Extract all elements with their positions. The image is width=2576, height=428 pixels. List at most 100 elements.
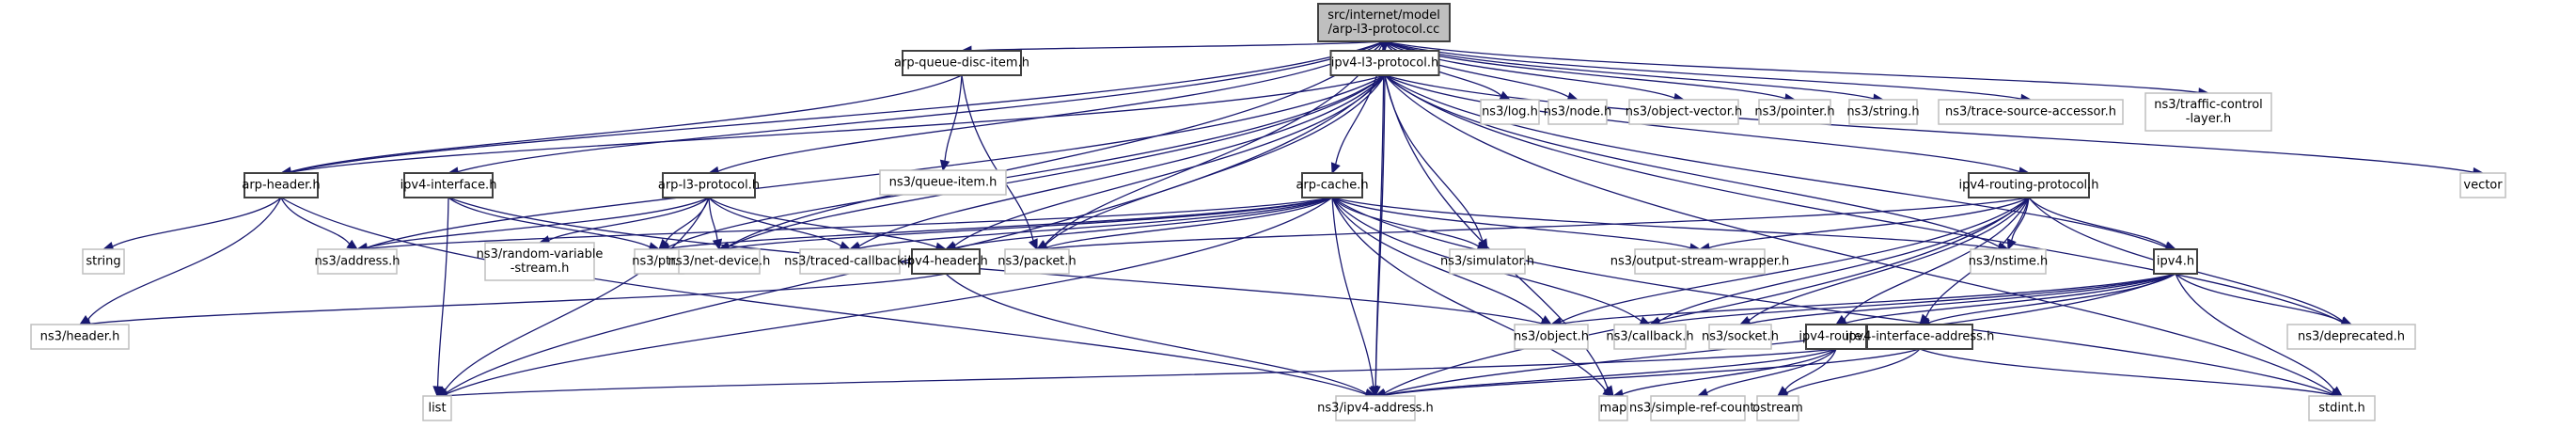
node-label: ns3/ipv4-address.h <box>1317 402 1434 416</box>
edge-line <box>1658 273 2176 325</box>
node-ipv4-routing-protocol[interactable]: ipv4-routing-protocol.h <box>1958 172 2099 198</box>
arrow-head-icon <box>1330 162 1341 175</box>
edge-line <box>290 74 963 173</box>
node-box <box>1708 324 1772 350</box>
node-label: ns3/header.h <box>40 330 120 344</box>
node-label: ipv4-l3-protocol.h <box>1331 56 1439 71</box>
edge-line <box>280 197 351 245</box>
edge-line <box>944 74 963 162</box>
node-log: ns3/log.h <box>1480 99 1540 125</box>
edge-line <box>708 197 841 247</box>
edge-line <box>446 348 1837 397</box>
node-box <box>1480 99 1540 125</box>
node-box <box>2459 172 2506 198</box>
node-vector: vector <box>2459 172 2506 198</box>
node-box <box>30 324 130 350</box>
edge-arp-header-to-string <box>102 197 282 252</box>
node-label: ipv4-header.h <box>903 255 988 269</box>
edge-line <box>728 74 1386 248</box>
edge-line <box>1706 348 1837 394</box>
arrow-head-icon <box>1602 386 1614 397</box>
edge-line <box>457 40 1385 173</box>
node-label: ns3/packet.h <box>997 255 1076 269</box>
edge-line <box>1045 40 1385 246</box>
edge-line <box>1845 273 2176 325</box>
edge-line <box>668 74 1386 248</box>
edge-line <box>1374 74 1386 388</box>
node-box <box>1756 395 1799 421</box>
node-box <box>1968 172 2090 198</box>
edge-ipv4-route-to-simple-ref-count <box>1696 348 1837 398</box>
node-random-variable-stream: ns3/random-variable-stream.h <box>477 242 603 281</box>
node-arp-cache[interactable]: arp-cache.h <box>1296 172 1369 198</box>
node-ipv4-interface-address[interactable]: ipv4-interface-address.h <box>1846 324 1995 350</box>
edge-ipv4-l3-protocol-to-vector <box>1384 74 2485 178</box>
arrow-head-icon <box>1540 315 1553 325</box>
node-label: ipv4-interface.h <box>401 179 497 193</box>
node-ipv4-route[interactable]: ipv4-route.h <box>1798 324 1874 350</box>
node-arp-header[interactable]: arp-header.h <box>242 172 321 198</box>
node-label: ns3/nstime.h <box>1969 255 2048 269</box>
edge-line <box>1786 348 1921 394</box>
edge-line <box>1384 348 1837 396</box>
edge-line <box>448 197 1543 325</box>
node-ipv4-address: ns3/ipv4-address.h <box>1317 395 1434 421</box>
node-label: ns3/simple-ref-count.h <box>1629 402 1767 416</box>
edge-line <box>1708 197 2030 249</box>
edge-line <box>1384 74 2000 247</box>
node-box <box>1449 248 1526 275</box>
node-object-vector: ns3/object-vector.h <box>1626 99 1742 125</box>
node-ipv4-header[interactable]: ipv4-header.h <box>903 248 988 275</box>
node-packet: ns3/packet.h <box>997 248 1076 275</box>
node-label: ipv4-routing-protocol.h <box>1958 179 2098 193</box>
node-label: ns3/deprecated.h <box>2298 330 2405 344</box>
node-address: ns3/address.h <box>314 248 401 275</box>
node-box <box>1634 248 1766 275</box>
node-ipv4[interactable]: ipv4.h <box>2153 248 2198 275</box>
edge-ipv4-interface-address-to-ipv4-address <box>1374 348 1921 401</box>
node-header: ns3/header.h <box>30 324 130 350</box>
node-box <box>1628 99 1739 125</box>
node-box <box>1301 172 1363 198</box>
node-label: ns3/traffic-control <box>2154 98 2263 112</box>
edge-line <box>1331 197 1374 388</box>
arrow-head-icon <box>1368 385 1378 398</box>
edge-ipv4-interface-address-to-stdint <box>1919 348 2344 401</box>
node-box <box>1329 50 1440 76</box>
node-ptr: ns3/ptr.h <box>632 248 686 275</box>
edge-line <box>290 74 1386 173</box>
node-label: ns3/pointer.h <box>1754 105 1834 119</box>
node-deprecated: ns3/deprecated.h <box>2286 324 2416 350</box>
node-queue-item: ns3/queue-item.h <box>879 169 1007 196</box>
edge-line <box>953 74 1386 246</box>
edge-line <box>280 197 1367 395</box>
node-label: ns3/ptr.h <box>632 255 686 269</box>
edge-arp-cache-to-list <box>435 197 1333 399</box>
edge-line <box>112 197 282 247</box>
edge-line <box>1384 74 2474 173</box>
node-box <box>634 248 684 275</box>
node-ipv4-l3-protocol[interactable]: ipv4-l3-protocol.h <box>1329 50 1440 76</box>
edge-line <box>954 197 1333 249</box>
node-stdint: stdint.h <box>2308 395 2376 421</box>
edge-ipv4-l3-protocol-to-list <box>435 74 1386 398</box>
node-ipv4-interface[interactable]: ipv4-interface.h <box>401 172 497 198</box>
node-arp-queue-disc-item[interactable]: arp-queue-disc-item.h <box>894 50 1029 76</box>
node-box <box>1866 324 1973 350</box>
edge-line <box>1045 74 1386 246</box>
node-label: ns3/socket.h <box>1702 330 1779 344</box>
arrow-head-icon <box>2007 238 2017 251</box>
edge-line <box>1622 348 1837 395</box>
node-arp-l3-protocol[interactable]: arp-l3-protocol.h <box>658 172 760 198</box>
edge-line <box>665 197 710 244</box>
node-label: ns3/net-device.h <box>668 255 771 269</box>
edge-line <box>1331 197 2333 395</box>
node-box <box>1317 3 1451 42</box>
arrow-head-icon <box>712 238 723 251</box>
node-label: ns3/trace-source-accessor.h <box>1945 105 2116 119</box>
node-label: ns3/address.h <box>314 255 400 269</box>
edge-line <box>1919 348 2333 396</box>
node-box <box>911 248 981 275</box>
node-object: ns3/object.h <box>1514 324 1589 350</box>
edge-arp-header-to-address <box>280 197 359 250</box>
